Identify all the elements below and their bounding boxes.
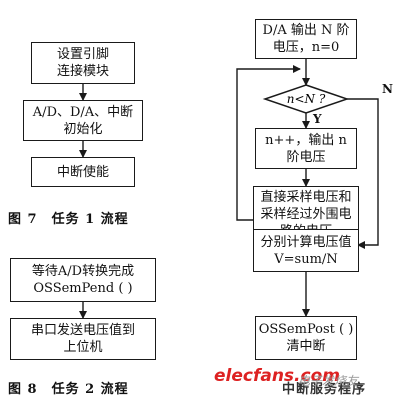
f8-box-uart-send: 串口发送电压值到 上位机 (10, 318, 156, 360)
f8-box-uart-send-line2: 上位机 (63, 340, 103, 355)
f9-box-step4-line2: 清中断 (286, 339, 326, 354)
f7-box-init: A/D、D/A、中断 初始化 (23, 100, 143, 141)
f7-box-set-pins: 设置引脚 连接模块 (31, 42, 135, 84)
f9-box-step1-line2: 阶电压 (286, 149, 326, 165)
f9-box-step2-line2: 采样经过外围电 (260, 206, 352, 222)
f9-box-step1: n++，输出 n 阶电压 (255, 128, 357, 169)
arrow-f9-no (347, 98, 379, 249)
f9-yes-label: Y (313, 112, 322, 126)
f8-box-uart-send-line1: 串口发送电压值到 (30, 323, 135, 338)
fig8-caption: 图 8 任务 2 流程 (8, 382, 129, 397)
f7-box-set-pins-line1: 设置引脚 (56, 47, 109, 62)
f8-box-wait-ad-line2: OSSemPend ( ) (33, 281, 133, 296)
f7-box-init-line2: 初始化 (63, 121, 103, 137)
f9-box-step1-line1: n++，输出 n (265, 132, 347, 148)
f7-box-int-enable-line1: 中断使能 (56, 164, 109, 180)
f9-box-step4: OSSemPost ( ) 清中断 (255, 316, 357, 360)
f7-box-init-line1: A/D、D/A、中断 (32, 104, 134, 120)
arrow-f9-loop (236, 65, 301, 221)
f9-box-step3: 分别计算电压值 V=sum/N (253, 229, 359, 272)
f9-box-step3-line1: 分别计算电压值 (260, 234, 352, 250)
f9-box-start-line1: D/A 输出 N 阶 (262, 23, 350, 38)
fig7-caption: 图 7 任务 1 流程 (8, 212, 129, 227)
watermark-text: 电子发烧友 (298, 374, 359, 388)
f9-box-step2-line1: 直接采样电压和 (260, 189, 352, 205)
f8-box-wait-ad-line1: 等待A/D转换完成 (31, 264, 135, 279)
f7-box-int-enable: 中断使能 (31, 157, 135, 187)
f9-no-label: N (382, 82, 393, 96)
watermark-logo: elecfans.com (214, 366, 340, 386)
decision-diamond (262, 84, 350, 114)
f9-decision-text: n<N ? (286, 92, 326, 106)
f9-box-step3-line2: V=sum/N (274, 251, 338, 267)
fig9-caption: 中断服务程序 (282, 382, 367, 397)
f9-box-start: D/A 输出 N 阶 电压，n=0 (255, 19, 357, 59)
f9-box-start-line2: 电压，n=0 (272, 40, 340, 55)
f9-box-step4-line1: OSSemPost ( ) (258, 322, 354, 337)
f7-box-set-pins-line2: 连接模块 (56, 64, 109, 79)
f8-box-wait-ad: 等待A/D转换完成 OSSemPend ( ) (10, 258, 156, 302)
